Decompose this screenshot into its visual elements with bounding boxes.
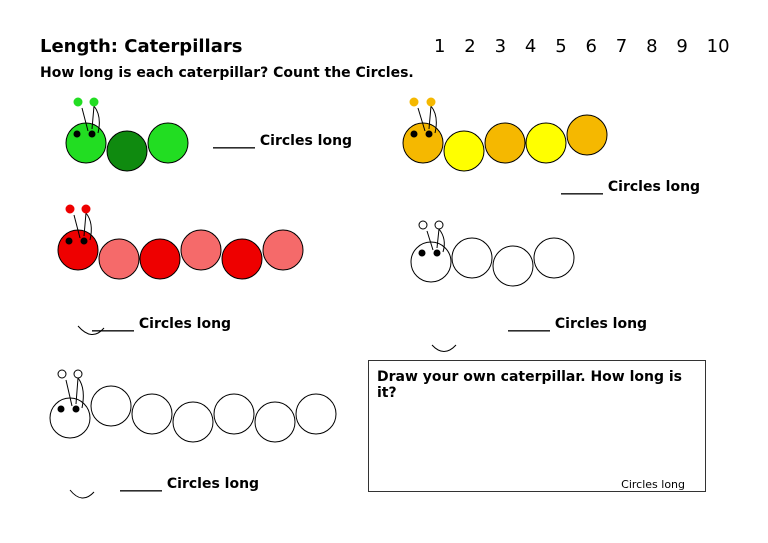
caterpillar-eye xyxy=(418,249,426,257)
caterpillar-segment xyxy=(139,238,181,280)
number-line: 1 2 3 4 5 6 7 8 9 10 xyxy=(434,36,737,57)
caterpillar-segment xyxy=(172,401,214,443)
instruction-text: How long is each caterpillar? Count the … xyxy=(40,65,414,81)
caterpillar-segment xyxy=(525,122,567,164)
caterpillar-segment xyxy=(180,229,222,271)
caterpillar-segment xyxy=(533,237,575,279)
caterpillar-eye xyxy=(88,130,96,138)
answer-line-2[interactable]: ______ Circles long xyxy=(561,179,700,195)
antenna-line xyxy=(65,379,73,407)
caterpillar-segment xyxy=(262,229,304,271)
caterpillar-green xyxy=(65,97,189,172)
answer-label: Circles long xyxy=(259,133,353,149)
draw-your-own-box[interactable]: Draw your own caterpillar. How long is i… xyxy=(368,360,706,492)
antenna-line xyxy=(426,230,434,251)
number-3: 3 xyxy=(494,36,507,57)
caterpillar-segment xyxy=(131,393,173,435)
caterpillar-head xyxy=(410,241,452,283)
caterpillar-segment xyxy=(566,114,608,156)
caterpillar-eye xyxy=(410,130,418,138)
caterpillar-segment xyxy=(484,122,526,164)
antenna-tip xyxy=(434,220,444,230)
number-1: 1 xyxy=(434,36,446,57)
number-6: 6 xyxy=(585,36,597,57)
caterpillar-eye xyxy=(72,405,80,413)
caterpillar-segment xyxy=(106,130,148,172)
antenna-tip xyxy=(89,97,99,107)
page-title: Length: Caterpillars xyxy=(40,36,243,57)
caterpillar-head xyxy=(49,397,91,439)
answer-blank: ______ xyxy=(120,476,162,492)
answer-blank: ______ xyxy=(213,133,255,149)
caterpillar-outline-long xyxy=(49,369,337,443)
caterpillar-segment xyxy=(451,237,493,279)
caterpillar-segment xyxy=(90,385,132,427)
curve-mark xyxy=(431,344,457,352)
caterpillar-segment xyxy=(443,130,485,172)
answer-blank: ______ xyxy=(92,316,134,332)
draw-prompt: Draw your own caterpillar. How long is i… xyxy=(377,369,683,401)
answer-blank: ______ xyxy=(561,179,603,195)
antenna-tip xyxy=(81,204,91,214)
caterpillar-head xyxy=(65,122,107,164)
caterpillar-head xyxy=(402,122,444,164)
caterpillar-red xyxy=(57,204,304,280)
antenna-line xyxy=(417,107,426,132)
antenna-tip xyxy=(426,97,436,107)
answer-line-5[interactable]: ______ Circles long xyxy=(120,476,259,492)
caterpillar-segment xyxy=(295,393,337,435)
number-10: 10 xyxy=(706,36,730,57)
answer-line-4[interactable]: ______ Circles long xyxy=(508,316,647,332)
caterpillar-segment xyxy=(213,393,255,435)
antenna-tip xyxy=(73,369,83,379)
number-4: 4 xyxy=(524,36,537,57)
curve-mark xyxy=(69,489,95,499)
answer-label: Circles long xyxy=(166,476,260,492)
number-5: 5 xyxy=(555,36,567,57)
caterpillar-head xyxy=(57,229,99,271)
number-8: 8 xyxy=(646,36,658,57)
answer-blank: ______ xyxy=(508,316,550,332)
antenna-tip xyxy=(409,97,419,107)
caterpillar-eye xyxy=(80,237,88,245)
answer-label: Circles long xyxy=(607,179,701,195)
caterpillar-outline-short xyxy=(410,220,575,287)
number-7: 7 xyxy=(615,36,628,57)
curve-mark xyxy=(77,325,105,335)
caterpillar-eye xyxy=(425,130,433,138)
caterpillar-segment xyxy=(492,245,534,287)
caterpillar-segment xyxy=(98,238,140,280)
answer-line-3[interactable]: ______ Circles long xyxy=(92,316,231,332)
antenna-line xyxy=(73,214,81,239)
caterpillar-segment xyxy=(221,238,263,280)
draw-box-label: Circles long xyxy=(621,478,685,491)
answer-label: Circles long xyxy=(554,316,648,332)
answer-line-1[interactable]: ______ Circles long xyxy=(213,133,352,149)
antenna-tip xyxy=(73,97,83,107)
antenna-tip xyxy=(418,220,428,230)
caterpillar-yellow xyxy=(402,97,608,172)
caterpillar-eye xyxy=(433,249,441,257)
answer-label: Circles long xyxy=(138,316,232,332)
number-9: 9 xyxy=(676,36,688,57)
antenna-tip xyxy=(57,369,67,379)
antenna-line xyxy=(81,107,89,132)
antenna-tip xyxy=(65,204,75,214)
number-2: 2 xyxy=(464,36,476,57)
caterpillar-eye xyxy=(65,237,73,245)
caterpillar-segment xyxy=(147,122,189,164)
caterpillar-segment xyxy=(254,401,296,443)
caterpillar-eye xyxy=(73,130,81,138)
caterpillar-eye xyxy=(57,405,65,413)
